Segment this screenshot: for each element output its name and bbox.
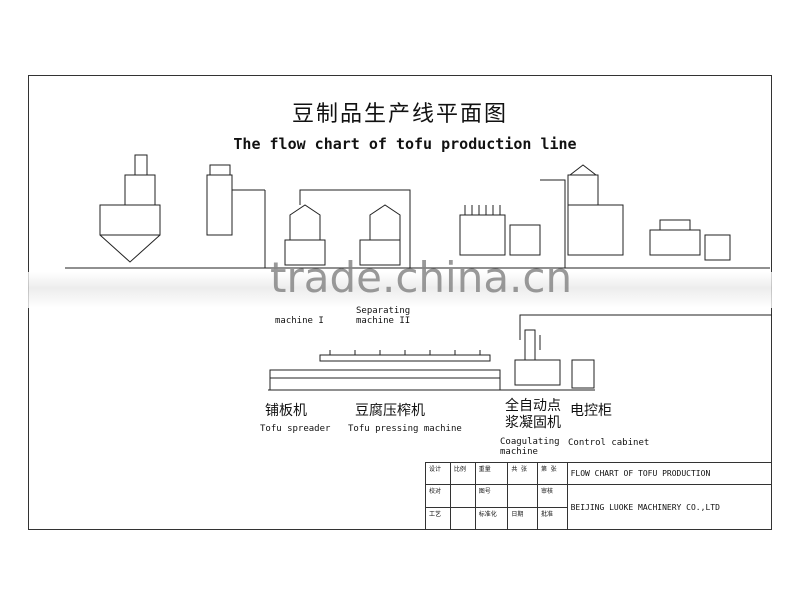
cell: 工艺 <box>425 506 451 531</box>
drawing-name: FLOW CHART OF TOFU PRODUCTION <box>566 461 773 486</box>
label-separating-machine-2: Separating machine II <box>356 306 411 326</box>
cell: 审核 <box>537 484 568 508</box>
cell: 校对 <box>425 484 451 508</box>
boiling-tank <box>459 214 506 256</box>
label-press-cn: 豆腐压榨机 <box>355 403 425 419</box>
title-english: The flow chart of tofu production line <box>233 135 577 153</box>
defoaming-tank <box>567 174 599 206</box>
label-coagulator-cn: 全自动点浆凝固机 <box>505 398 561 431</box>
cell: 比例 <box>449 461 476 486</box>
label-cabinet-cn: 电控柜 <box>570 403 612 419</box>
cell: 设计 <box>425 461 451 486</box>
grinder <box>206 174 233 236</box>
cell: 日期 <box>507 506 538 531</box>
cell: 重量 <box>474 461 509 486</box>
cell: 共 张 <box>507 461 538 486</box>
title-block: 设计 比例 重量 共 张 第 张 FLOW CHART OF TOFU PROD… <box>425 461 773 531</box>
label-cabinet-en: Control cabinet <box>568 438 650 448</box>
cell: 标准化 <box>474 506 509 531</box>
watermark: trade.china.cn <box>270 253 573 302</box>
label-separating-machine-1: machine I <box>275 316 324 326</box>
cell: 批准 <box>537 506 568 531</box>
label-spreader-cn: 铺板机 <box>265 403 307 419</box>
cooker <box>649 219 701 256</box>
label-press-en: Tofu pressing machine <box>348 424 462 434</box>
upper-line-equipment <box>65 154 770 269</box>
cell: 图号 <box>474 484 509 508</box>
cell: 第 张 <box>537 461 568 486</box>
title-chinese: 豆制品生产线平面图 <box>291 102 508 127</box>
blur-band <box>28 272 772 308</box>
label-spreader-en: Tofu spreader <box>260 424 331 434</box>
coagulating-machine <box>514 359 561 386</box>
control-cabinet <box>571 359 595 389</box>
company-name: BEIJING LUOKE MACHINERY CO.,LTD <box>566 484 773 530</box>
spreader-conveyor <box>269 369 501 379</box>
lower-line-equipment <box>268 314 772 391</box>
press-beam <box>319 354 491 362</box>
soaking-tank <box>99 204 161 236</box>
label-coagulator-en: Coagulating machine <box>500 437 560 457</box>
